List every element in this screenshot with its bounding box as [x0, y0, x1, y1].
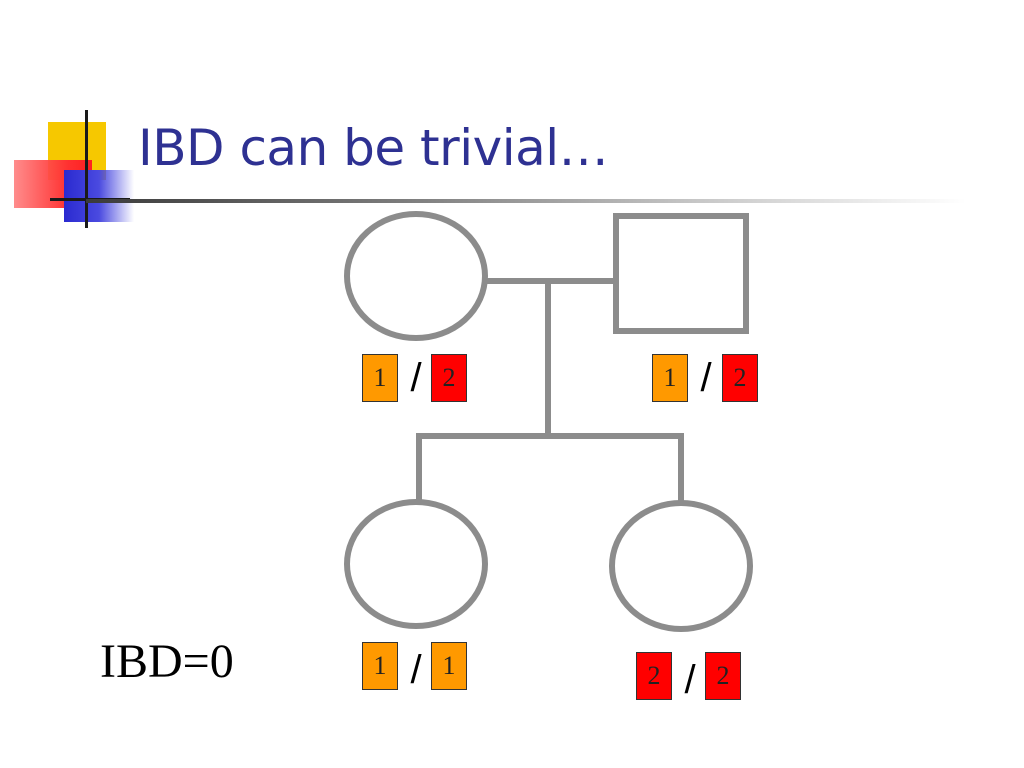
father-allele-2: 2 [722, 354, 758, 402]
daughter-2-symbol [609, 500, 753, 632]
daughter-1-allele-1: 1 [362, 642, 398, 690]
daughter-1-symbol [344, 499, 488, 629]
daughter-1-allele-separator: / [410, 647, 422, 692]
mother-allele-2: 2 [431, 354, 467, 402]
daughter-2-allele-2: 2 [705, 652, 741, 700]
title-underline [86, 199, 966, 203]
daughter-2-allele-separator: / [684, 657, 696, 702]
father-symbol [613, 213, 749, 334]
mother-symbol [344, 211, 488, 341]
slide-title: IBD can be trivial… [138, 119, 609, 177]
father-allele-1: 1 [652, 354, 688, 402]
logo-blue-square [64, 170, 134, 222]
daughter-2-allele-1: 2 [636, 652, 672, 700]
logo-vertical-line [85, 110, 88, 228]
mother-allele-1: 1 [362, 354, 398, 402]
father-allele-separator: / [700, 355, 712, 400]
mother-allele-separator: / [410, 355, 422, 400]
daughter-1-allele-2: 1 [431, 642, 467, 690]
ibd-label: IBD=0 [100, 635, 234, 688]
